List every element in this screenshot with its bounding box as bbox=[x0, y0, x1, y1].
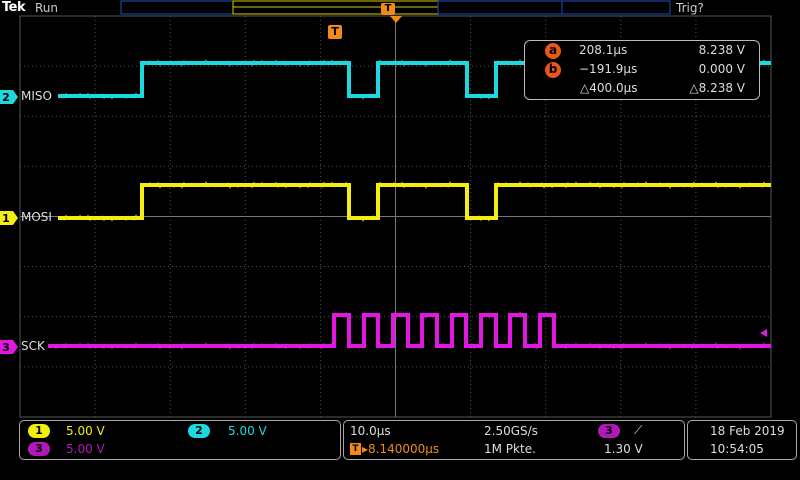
sck-trace-noise bbox=[392, 311, 408, 318]
mosi-trace-noise bbox=[466, 215, 496, 222]
sck-trace-noise bbox=[407, 343, 423, 349]
cursor-a-time: 208.1µs bbox=[579, 43, 628, 57]
cursor-a-row: a 208.1µs 8.238 V bbox=[525, 42, 759, 60]
svg-text:2: 2 bbox=[2, 91, 10, 104]
datetime-panel: 18 Feb 2019 10:54:05 bbox=[687, 420, 797, 460]
sck-trace-noise bbox=[495, 343, 511, 349]
date-display: 18 Feb 2019 bbox=[710, 424, 785, 438]
sck-trace-noise bbox=[451, 312, 467, 318]
channel-2-marker-icon: 2 bbox=[0, 90, 18, 104]
sck-trace bbox=[48, 313, 771, 348]
sck-trace-noise bbox=[465, 342, 481, 350]
channel-3-marker-icon: 3 bbox=[0, 340, 18, 354]
miso-trace-noise bbox=[57, 92, 143, 100]
ch3-badge[interactable]: 3 bbox=[28, 442, 50, 456]
cursor-delta-time: △400.0µs bbox=[580, 81, 638, 95]
sck-trace-noise bbox=[363, 312, 379, 319]
vertical-settings-panel[interactable]: 1 5.00 V 2 5.00 V 3 5.00 V bbox=[19, 420, 341, 460]
miso-trace-noise bbox=[348, 93, 378, 100]
horizontal-trigger-panel[interactable]: 10.0µs 2.50GS/s T ▸8.140000µs 1M Pkte. 3… bbox=[343, 420, 685, 460]
waveforms bbox=[47, 59, 771, 350]
trigger-position-value: ▸8.140000µs bbox=[362, 442, 440, 456]
svg-text:1: 1 bbox=[2, 212, 10, 225]
mosi-trace-noise bbox=[57, 214, 143, 222]
ch1-scale: 5.00 V bbox=[66, 424, 105, 438]
cursor-b-value: 0.000 V bbox=[698, 62, 745, 76]
sck-trace-noise bbox=[377, 342, 393, 349]
cursor-b-badge[interactable]: b bbox=[545, 62, 561, 78]
ch2-scale: 5.00 V bbox=[228, 424, 267, 438]
trigger-position-icon[interactable]: T bbox=[328, 25, 342, 39]
sample-rate: 2.50GS/s bbox=[484, 424, 538, 438]
sck-trace-noise bbox=[436, 342, 452, 349]
trigger-status: Trig? bbox=[676, 1, 704, 15]
sck-trace-noise bbox=[47, 342, 335, 350]
sck-trace-noise bbox=[333, 311, 349, 318]
miso-trace-noise bbox=[377, 59, 467, 67]
channel-1-name: MOSI bbox=[21, 210, 52, 224]
channel-3-name: SCK bbox=[21, 339, 45, 353]
trigger-source-badge[interactable]: 3 bbox=[598, 424, 620, 438]
time-display: 10:54:05 bbox=[710, 442, 764, 456]
cursor-a-badge[interactable]: a bbox=[545, 43, 561, 59]
miso-trace bbox=[58, 61, 771, 98]
top-status-bar: Tek Run Trig? bbox=[0, 0, 800, 16]
sck-trace-noise bbox=[553, 342, 771, 350]
sck-trace-noise bbox=[539, 312, 555, 319]
ch2-badge[interactable]: 2 bbox=[188, 424, 210, 438]
cursor-readout: a 208.1µs 8.238 V b −191.9µs 0.000 V △40… bbox=[524, 40, 760, 100]
trigger-slope-icon: ⟋ bbox=[634, 423, 643, 437]
trigger-level: 1.30 V bbox=[604, 442, 643, 456]
cursor-b-row: b −191.9µs 0.000 V bbox=[525, 61, 759, 79]
mosi-trace bbox=[58, 183, 771, 220]
miso-trace-noise bbox=[466, 93, 496, 100]
mosi-trace-noise bbox=[495, 181, 771, 189]
channel-2-name: MISO bbox=[21, 89, 52, 103]
mosi-trace-noise bbox=[377, 181, 467, 189]
channel-1-marker-icon: 1 bbox=[0, 211, 18, 225]
miso-trace-noise bbox=[141, 59, 349, 67]
cursor-b-time: −191.9µs bbox=[579, 62, 638, 76]
trigger-delay-icon: T bbox=[350, 443, 361, 455]
cursor-a-value: 8.238 V bbox=[698, 43, 745, 57]
ch3-scale: 5.00 V bbox=[66, 442, 105, 456]
horizontal-position-marker[interactable] bbox=[390, 16, 402, 23]
mosi-trace-noise bbox=[348, 215, 378, 222]
svg-text:3: 3 bbox=[2, 341, 10, 354]
sck-trace-noise bbox=[509, 311, 525, 318]
sck-trace-noise bbox=[524, 342, 540, 350]
trigger-level-arrow-icon[interactable] bbox=[760, 329, 767, 337]
record-overview-bar[interactable] bbox=[120, 0, 672, 16]
sck-trace-noise bbox=[421, 312, 437, 319]
brand-logo: Tek bbox=[2, 0, 26, 15]
acquisition-state[interactable]: Run bbox=[35, 1, 59, 15]
sck-trace-noise bbox=[348, 343, 364, 349]
sck-trace-noise bbox=[480, 312, 496, 319]
record-trigger-marker: T bbox=[381, 3, 395, 15]
record-length: 1M Pkte. bbox=[484, 442, 536, 456]
mosi-trace-noise bbox=[141, 181, 349, 189]
cursor-delta-value: △8.238 V bbox=[689, 81, 745, 95]
timebase-value: 10.0µs bbox=[350, 424, 391, 438]
cursor-delta-row: △400.0µs △8.238 V bbox=[525, 80, 759, 98]
ch1-badge[interactable]: 1 bbox=[28, 424, 50, 438]
